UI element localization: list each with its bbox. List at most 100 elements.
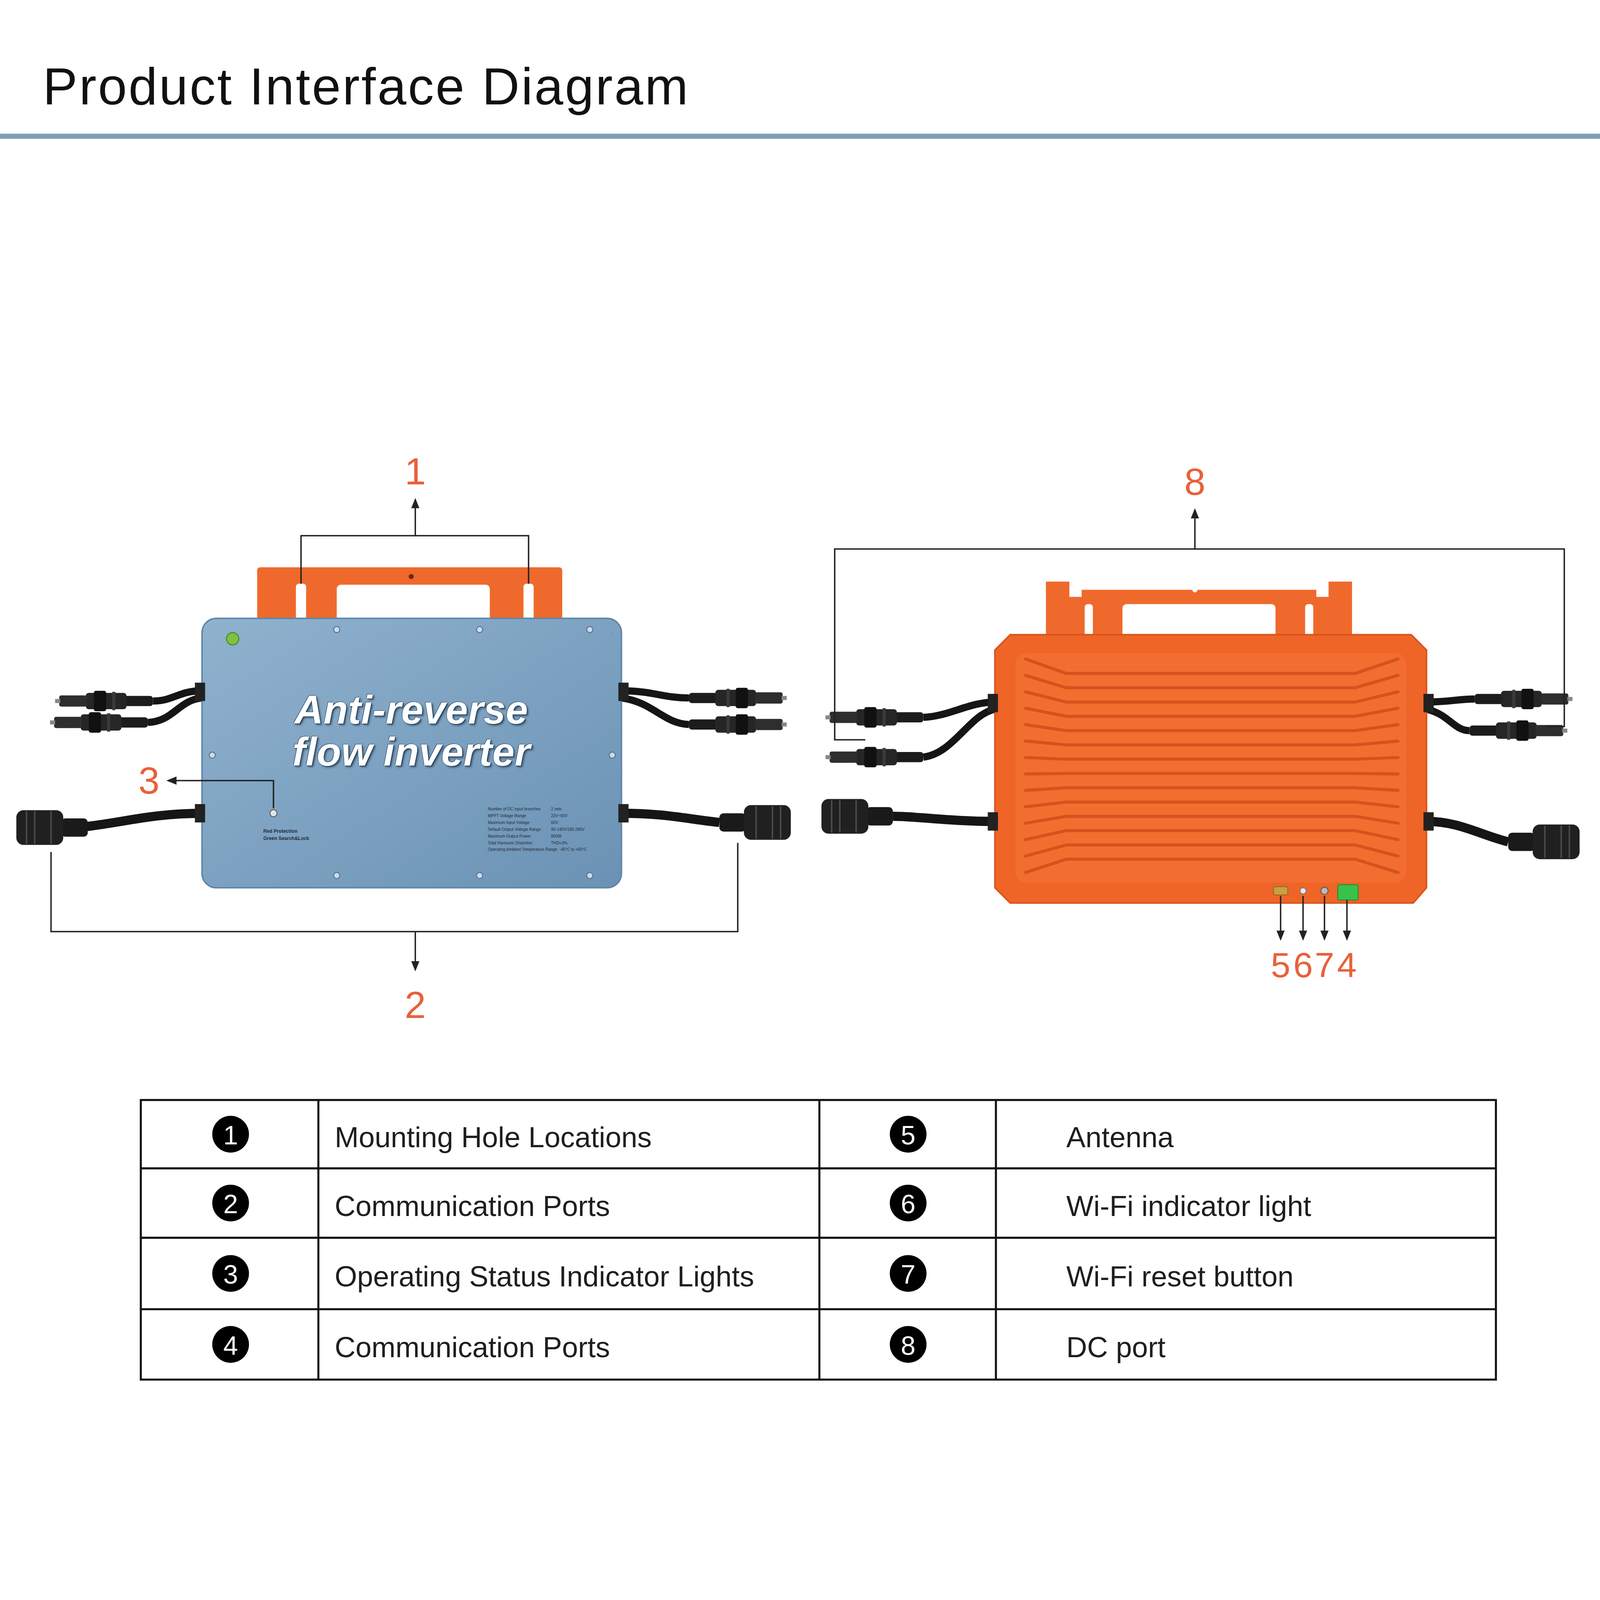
cable [892,816,995,822]
front-view [50,712,148,733]
housing [987,812,998,831]
front-view [688,687,787,708]
cable [86,813,202,827]
screw [476,626,483,633]
cooling-rib [1025,802,1398,807]
spec-name: Total Harmonic Distortion [487,840,533,846]
housing [987,634,1434,904]
ground-mark [226,632,239,646]
spec-name: Operating Ambient Temperature Range [487,847,558,852]
cooling-rib [1025,859,1398,873]
number-disc [889,1326,927,1363]
table-cell: Wi-Fi reset button [1066,1259,1294,1294]
table-item-number: 8 [900,1332,916,1359]
arrowhead [411,961,420,972]
legend-table [317,1100,320,1380]
table-item-number: 5 [900,1122,916,1149]
spec-value: 60V [551,820,559,825]
indicator-note: Red Protection [263,828,298,834]
leader-line [414,931,416,964]
cable [1426,709,1470,731]
cooling-rib [1025,658,1398,674]
number-disc [889,1116,927,1153]
screw [333,872,340,879]
arrowhead [1190,508,1352,941]
table-item-number: 1 [223,1122,238,1149]
housing [1423,694,1434,713]
leader-line [1346,900,1348,933]
leader-line [1323,896,1326,933]
screw [476,872,483,879]
bottom-interface [1273,886,1288,895]
spec-name: Maximum Output Power [487,834,531,839]
spec-name: Maximum Input Voltage [487,820,530,825]
cooling-rib [1025,844,1398,856]
cable [923,709,996,758]
cooling-rib [1025,773,1398,774]
spec-value: THD<3% [551,840,568,846]
table-cell: DC port [1066,1330,1166,1365]
legend-table [140,1100,1496,1380]
callout-number: 8 [1184,462,1206,501]
legend-table [994,1100,997,1380]
spec-value: 90-140V/180-280V [551,827,585,832]
screw [586,872,593,879]
spec-name: MPPT Voltage Range [487,813,526,818]
table-cell: Antenna [1066,1120,1174,1155]
back-view [1469,720,1568,741]
table-item-number: 6 [900,1190,916,1218]
housing [1015,653,1406,883]
screw [611,632,613,634]
arrowhead [1342,930,1351,942]
arrowhead [1276,930,1285,942]
leader-line [1280,896,1282,933]
leader-line [1302,896,1304,933]
callout-number: 2 [404,986,426,1024]
arrowhead [411,498,420,509]
status-led [270,809,278,817]
back-view [821,798,894,834]
spec-name: Number of DC input branches [487,806,541,812]
housing [194,618,629,888]
callout-number: 7 [1314,947,1335,983]
front-view [719,805,791,840]
cooling-rib [1025,757,1398,760]
screw [586,626,593,633]
callout-number: 5 [1270,947,1291,983]
housing [1423,812,1434,831]
table-item-number: 4 [223,1332,238,1359]
page-title: Product Interface Diagram [42,56,690,117]
number-disc [212,1326,250,1363]
cooling-rib [1025,708,1398,717]
front-view [55,690,154,712]
table-item-number: 2 [223,1190,238,1218]
cable [621,813,720,823]
back-view [825,707,924,728]
table-cell: Mounting Hole Locations [334,1120,652,1155]
front-view [16,810,88,846]
back-view [1474,688,1573,710]
leader-line [51,842,738,932]
table-cell: Communication Ports [334,1188,610,1224]
number-disc [889,1255,927,1292]
callout-number: 6 [1293,947,1313,983]
cooling-rib [1025,675,1398,688]
legend-table [140,1100,1496,1380]
back-view [825,746,924,768]
mounting-bracket [257,567,563,626]
housing [994,634,1427,904]
callout-number: 1 [404,452,426,491]
number-disc [212,1184,250,1222]
cable [1426,821,1508,842]
arrowhead [1190,508,1199,519]
arrowhead [1320,930,1329,942]
leader-line [174,780,274,809]
back-view [1508,824,1580,860]
screw [209,752,216,758]
cooling-rib [1025,787,1398,791]
spec-value: -40°C to +65°C [559,847,587,852]
housing [194,682,206,702]
cooling-rib [1025,724,1398,731]
